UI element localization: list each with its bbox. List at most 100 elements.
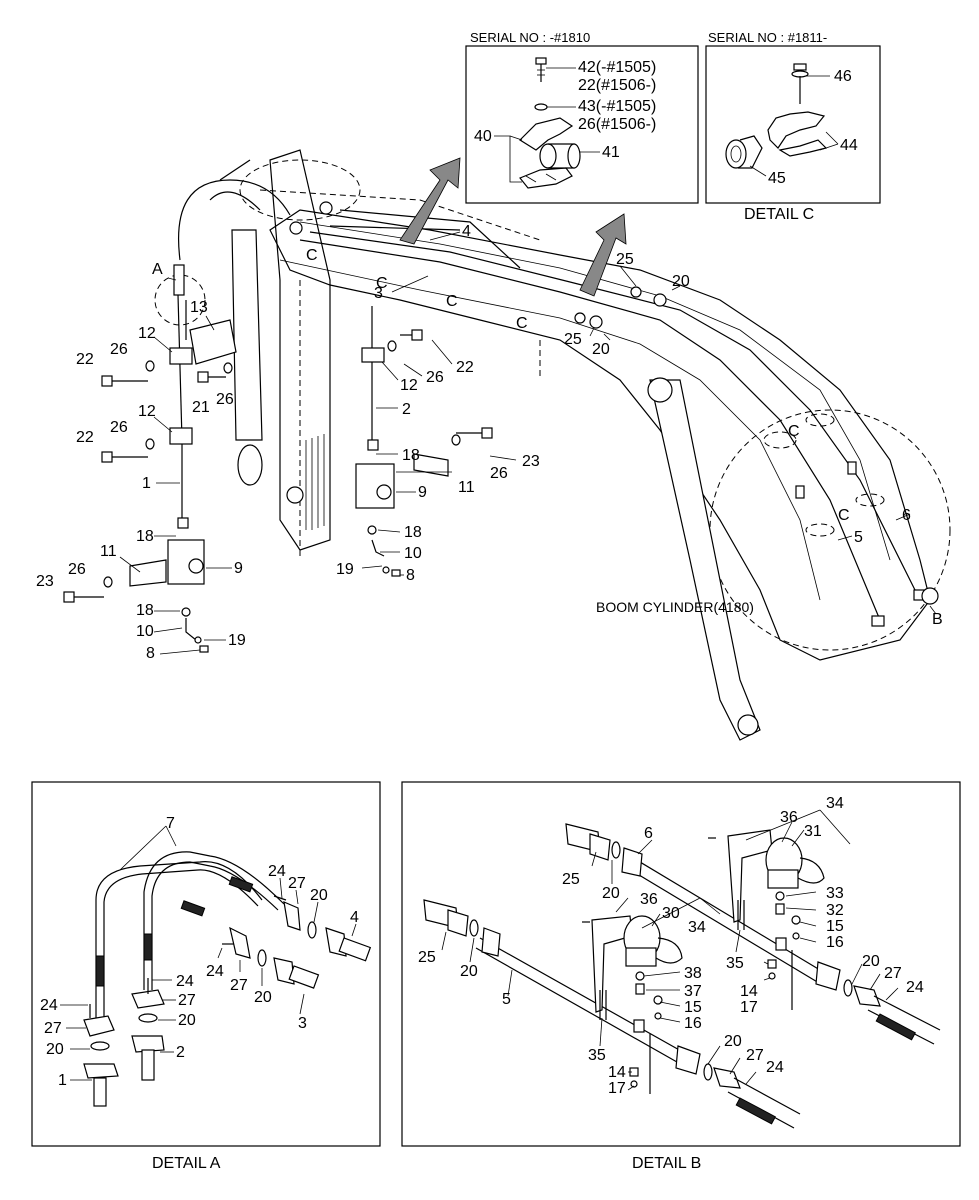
label-b-27b: 27 [746,1047,764,1064]
label-18c: 18 [402,447,420,464]
dashed-circle-top [239,159,361,221]
label-C5: C [788,423,800,440]
label-b-24b: 24 [766,1059,784,1076]
label-b-38: 38 [684,965,702,982]
label-20b: 20 [592,341,610,358]
label-6: 6 [902,507,911,524]
label-C2: C [376,275,388,292]
dashed-circle-a [154,274,206,326]
detail-a-frame [31,781,381,1147]
label-8b: 8 [406,567,415,584]
flow-arrow-2 [579,213,627,297]
arm-cylinder [231,229,263,441]
pipe-3 [329,225,461,231]
label-22c: 22 [456,359,474,376]
label-26f: 26 [490,465,508,482]
label-46: 46 [834,68,852,85]
label-13: 13 [190,299,208,316]
label-a-2: 2 [176,1044,185,1061]
label-b-5: 5 [502,991,511,1008]
label-26a: 26 [110,341,128,358]
label-b-37: 37 [684,983,702,1000]
label-9a: 9 [234,560,243,577]
label-b-17a: 17 [740,999,758,1016]
serial-box-right: SERIAL NO : #1811- 46 44 45 DETAIL C [705,30,881,223]
bolt-42 [535,57,576,82]
sleeve-41 [539,143,600,169]
detail-a-hose-2 [143,851,285,990]
label-b-27a: 27 [884,965,902,982]
bracket-34-upper [727,829,825,923]
label-b-24a: 24 [906,979,924,996]
clamp-40 [519,117,574,189]
label-12c: 12 [400,377,418,394]
label-a-20d: 20 [46,1041,64,1058]
clamp-44 [767,111,839,157]
label-b-25a: 25 [562,871,580,888]
detail-c-caption: DETAIL C [744,206,814,223]
label-11a: 11 [100,543,117,560]
label-b-20b: 20 [460,963,478,980]
arm [269,149,331,551]
label-12b: 12 [138,403,156,420]
label-a-24b: 24 [206,963,224,980]
label-a-20a: 20 [310,887,328,904]
label-22a: 22 [76,351,94,368]
label-A: A [152,261,163,278]
label-23b: 23 [522,453,540,470]
label-25b: 25 [564,331,582,348]
detail-b-pipe-5 [479,937,691,1057]
label-26e: 26 [426,369,444,386]
label-18d: 18 [404,524,422,541]
label-b-36b: 36 [640,891,658,908]
label-5: 5 [854,529,863,546]
label-b-14a: 14 [740,983,758,1000]
label-23a: 23 [36,573,54,590]
label-b-15b: 15 [684,999,702,1016]
label-26b: 26 [216,391,234,408]
label-42: 42(-#1505) [578,59,656,76]
label-b-17b: 17 [608,1080,626,1097]
label-b-30: 30 [662,905,680,922]
label-18a: 18 [136,528,154,545]
label-22b: 22 [76,429,94,446]
label-a-4: 4 [350,909,359,926]
label-C6: C [838,507,850,524]
label-10a: 10 [136,623,154,640]
label-b-16b: 16 [684,1015,702,1032]
label-26c: 26 [110,419,128,436]
serial-left-frame [465,45,699,204]
label-C3: C [446,293,458,310]
detail-b-pipe-6 [629,855,831,977]
label-b-34b: 34 [688,919,706,936]
label-3: 3 [374,285,383,302]
label-a-1: 1 [58,1072,67,1089]
label-a-24a: 24 [268,863,286,880]
label-b-16a: 16 [826,934,844,951]
label-b-32: 32 [826,902,844,919]
serial-right-header: SERIAL NO : #1811- [708,30,827,45]
label-b-36a: 36 [780,809,798,826]
label-a-27a: 27 [288,875,306,892]
label-22: 22(#1506-) [578,77,656,94]
label-19a: 19 [228,632,246,649]
label-21: 21 [192,399,210,416]
label-11b: 11 [458,479,475,496]
pipe-5 [299,239,881,621]
label-8a: 8 [146,645,155,662]
label-10b: 10 [404,545,422,562]
detail-b-caption: DETAIL B [632,1155,701,1172]
flow-arrow-1 [399,157,461,245]
main-callouts: A 13 12 22 26 21 26 12 22 26 1 18 11 9 2… [36,223,943,662]
label-a-27d: 27 [44,1020,62,1037]
pipe-4 [339,209,521,269]
label-b-31: 31 [804,823,822,840]
detail-a-hose-1 [95,861,263,1030]
label-b-20a: 20 [602,885,620,902]
label-b-35a: 35 [726,955,744,972]
label-12a: 12 [138,325,156,342]
label-44: 44 [840,137,858,154]
label-b-20c: 20 [862,953,880,970]
label-a-20c: 20 [178,1012,196,1029]
